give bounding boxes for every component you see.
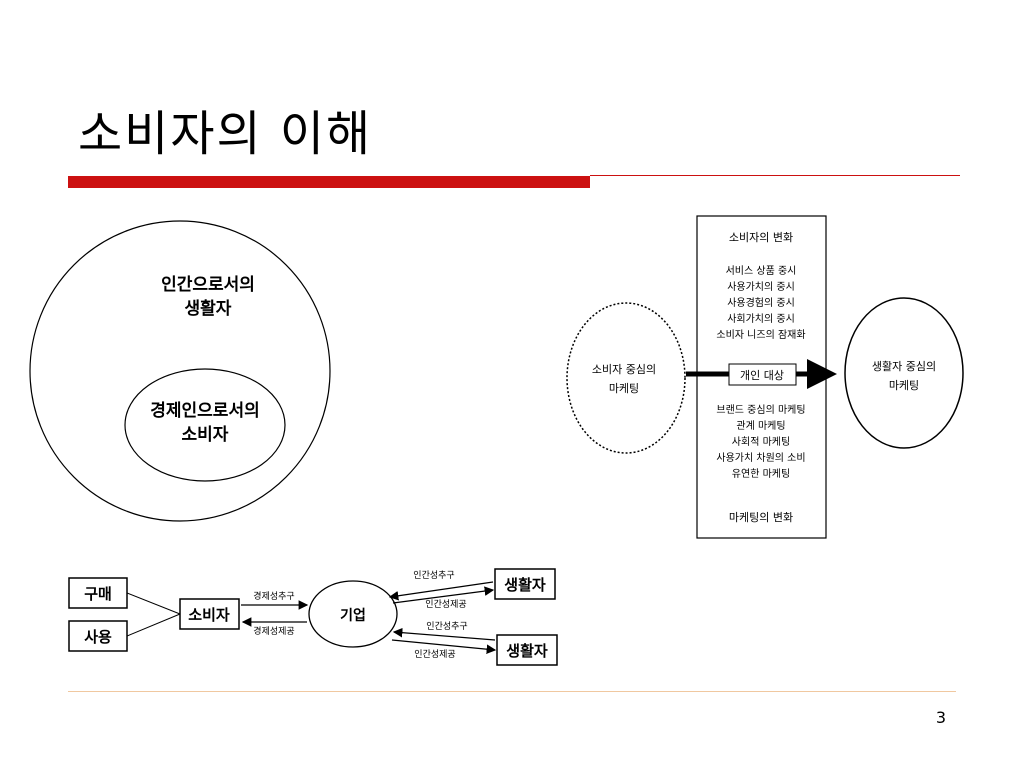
consumer-change-item: 사용경험의 중시 bbox=[727, 296, 795, 309]
marketing-change-item: 유연한 마케팅 bbox=[732, 468, 790, 480]
marketing-change-item: 사용가치 차원의 소비 bbox=[716, 452, 805, 464]
consumer-change-title: 소비자의 변화 bbox=[729, 231, 793, 244]
outer-label-line1: 인간으로서의 bbox=[161, 275, 255, 295]
econ-provide-label: 경제성제공 bbox=[253, 625, 294, 637]
use-label: 사용 bbox=[84, 628, 112, 646]
consumer-change-item: 사용가치의 중시 bbox=[727, 281, 795, 293]
human-provide-bottom-label: 인간성제공 bbox=[414, 649, 455, 660]
human-provide-top-label: 인간성제공 bbox=[425, 599, 466, 610]
title-underline-thin bbox=[590, 175, 960, 176]
human-provide-bottom-arrow bbox=[391, 639, 497, 654]
liver-marketing-line2: 마케팅 bbox=[889, 379, 919, 392]
liver-box-bottom bbox=[496, 634, 558, 666]
consumer-box bbox=[179, 598, 240, 630]
purchase-label: 구매 bbox=[84, 585, 112, 603]
human-pursuit-top-arrow bbox=[388, 581, 494, 601]
outer-label-line2: 생활자 bbox=[185, 298, 232, 319]
company-label: 기업 bbox=[340, 608, 366, 624]
title-underline-thick bbox=[68, 176, 590, 188]
liver-box-top bbox=[494, 568, 556, 600]
consumer-marketing-line2: 마케팅 bbox=[609, 382, 639, 395]
consumer-change-item: 서비스 상품 중시 bbox=[726, 265, 797, 277]
marketing-change-item: 사회적 마케팅 bbox=[732, 436, 790, 448]
company-ellipse bbox=[308, 580, 398, 648]
marketing-diagram: 소비자 중심의 마케팅 생활자 중심의 마케팅 개인 대상 소비자의 변화 서비… bbox=[566, 215, 964, 539]
consumer-change-item: 소비자 니즈의 잠재화 bbox=[716, 329, 805, 341]
slide-title: 소비자의 이해 bbox=[78, 106, 373, 162]
inner-ellipse bbox=[124, 368, 286, 482]
marketing-change-title: 마케팅의 변화 bbox=[729, 511, 793, 524]
use-box bbox=[68, 620, 128, 652]
inner-label-line2: 소비자 bbox=[182, 425, 229, 445]
flow-diagram: 구매 사용 소비자 기업 경제성추구 경제성제공 생활자 생활자 인간성추구 인… bbox=[68, 568, 558, 666]
human-pursuit-top-label: 인간성추구 bbox=[413, 570, 454, 581]
inner-label-line1: 경제인으로서의 bbox=[150, 401, 259, 421]
center-label: 개인 대상 bbox=[740, 369, 784, 382]
consumer-marketing-line1: 소비자 중심의 bbox=[592, 363, 656, 376]
consumer-label: 소비자 bbox=[188, 606, 230, 624]
human-pursuit-bottom-arrow bbox=[392, 627, 496, 641]
human-pursuit-bottom-label: 인간성추구 bbox=[426, 621, 467, 632]
liver-marketing-circle bbox=[844, 297, 964, 449]
marketing-change-item: 브랜드 중심의 마케팅 bbox=[716, 404, 805, 416]
liver-label-top: 생활자 bbox=[504, 576, 546, 594]
marketing-change-item: 관계 마케팅 bbox=[736, 420, 785, 432]
human-provide-top-arrow bbox=[392, 586, 495, 604]
liver-label-bottom: 생활자 bbox=[506, 642, 548, 660]
footer-divider bbox=[68, 691, 956, 692]
center-label-box bbox=[728, 363, 797, 386]
page-number: 3 bbox=[935, 708, 946, 727]
venn-diagram: 인간으로서의 생활자 경제인으로서의 소비자 bbox=[29, 220, 331, 522]
use-connector bbox=[126, 613, 181, 637]
liver-marketing-line1: 생활자 중심의 bbox=[872, 359, 936, 373]
purchase-connector bbox=[126, 592, 181, 615]
consumer-marketing-circle bbox=[566, 302, 686, 454]
econ-pursuit-label: 경제성추구 bbox=[253, 590, 294, 602]
consumer-change-item: 사회가치의 중시 bbox=[727, 313, 795, 325]
outer-circle bbox=[29, 220, 331, 522]
